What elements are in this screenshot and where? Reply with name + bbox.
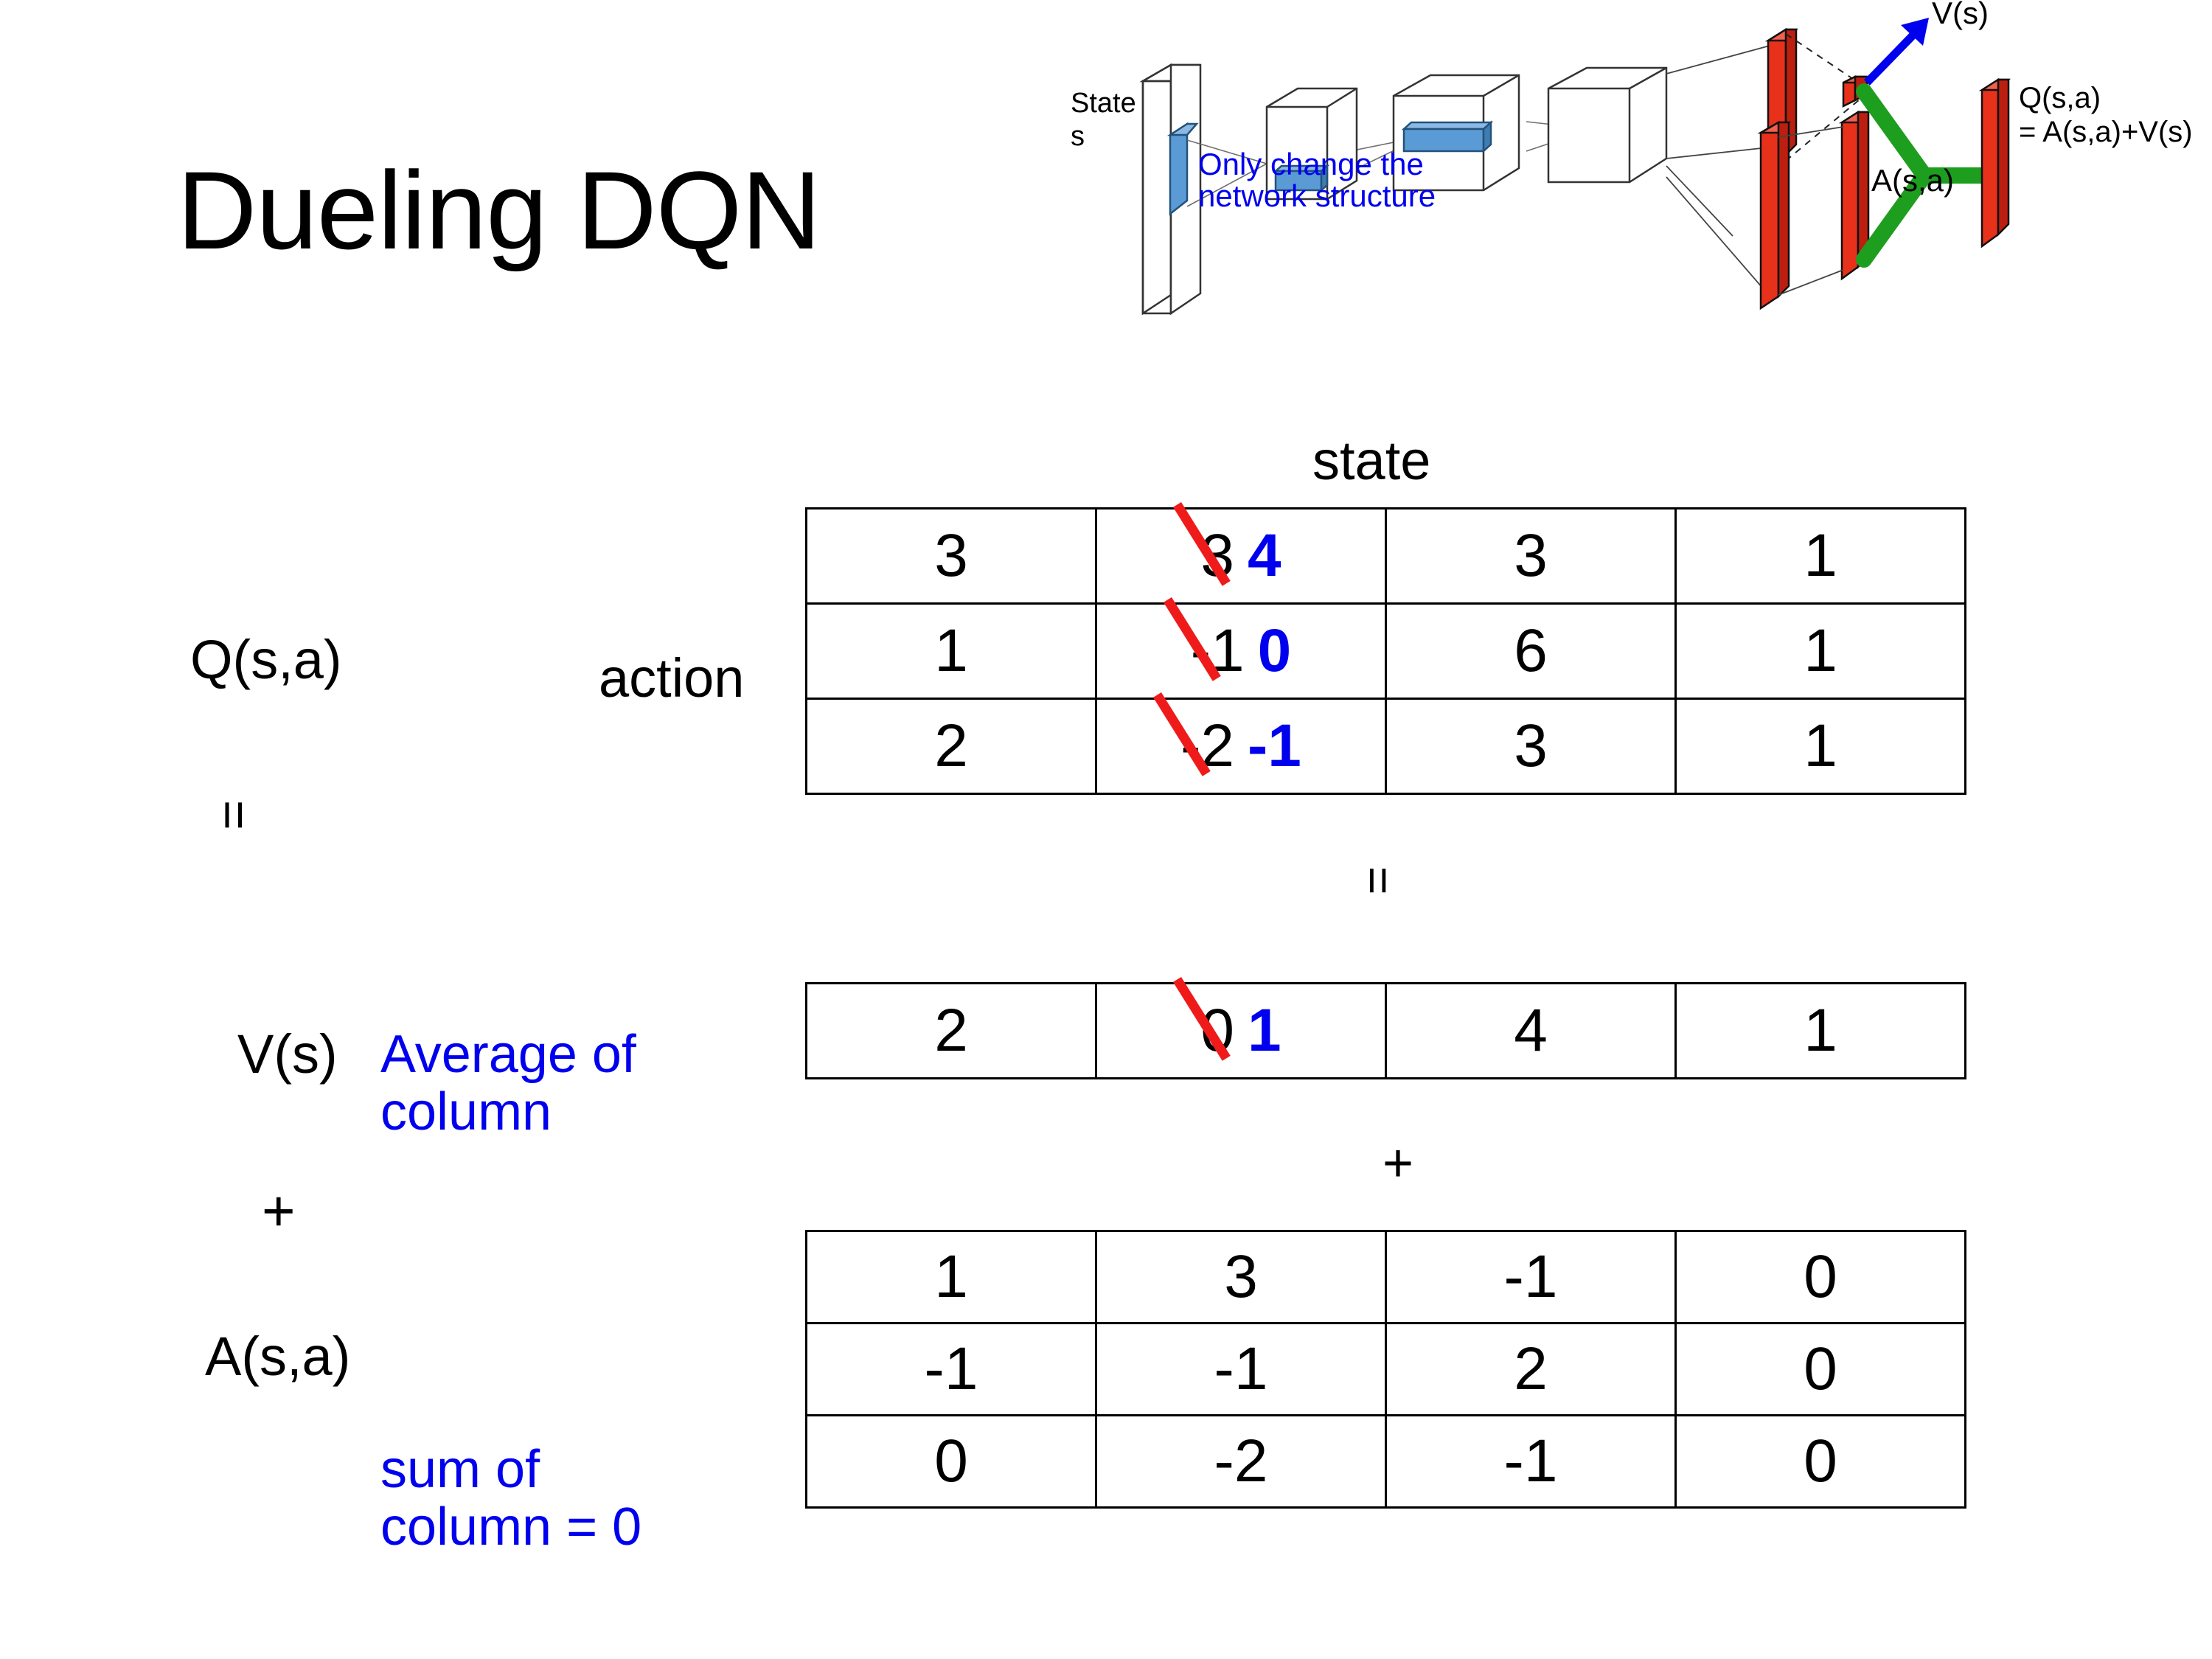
average-note-line2: column <box>380 1082 552 1141</box>
table-cell: 1 <box>1674 602 1966 700</box>
sum-note-line1: sum of <box>380 1440 540 1499</box>
table-cell: -1 <box>805 1322 1097 1416</box>
page-title: Dueling DQN <box>177 148 821 272</box>
equals-sign-mid: = <box>1352 866 1406 895</box>
diagram-note-line1: Only change the <box>1198 147 1424 181</box>
table-cell: -1 <box>1385 1230 1677 1324</box>
average-note-line1: Average of <box>380 1025 636 1084</box>
struck-old-value: -2 <box>1180 712 1234 779</box>
table-cell: -2-1 <box>1095 698 1387 795</box>
average-of-column-note: Average of column <box>380 1026 636 1141</box>
state-axis-label: state <box>1312 430 1431 491</box>
diagram-state-label-line1: State <box>1071 88 1136 119</box>
table-cell: -1 <box>1095 1322 1387 1416</box>
plus-sign-left: + <box>262 1178 296 1243</box>
diagram-output-label-line2: = A(s,a)+V(s) <box>2019 116 2193 148</box>
table-cell: 2 <box>805 982 1097 1079</box>
sum-note-line2: column = 0 <box>380 1497 642 1557</box>
corrected-value: 1 <box>1248 997 1281 1064</box>
sum-of-column-note: sum of column = 0 <box>380 1441 641 1557</box>
struck-old-value: -1 <box>1190 617 1245 684</box>
corrected-value: 0 <box>1257 617 1292 684</box>
plus-sign-mid: + <box>1382 1134 1414 1193</box>
dueling-network-diagram: State s Only change the network structur… <box>1071 0 2212 413</box>
table-cell: 6 <box>1385 602 1677 700</box>
diagram-advantage-head-label: A(s,a) <box>1871 163 1955 198</box>
diagram-output-label-line1: Q(s,a) <box>2019 82 2101 114</box>
corrected-value: 4 <box>1248 522 1281 589</box>
table-cell: -2 <box>1095 1414 1387 1509</box>
table-cell: 0 <box>1674 1414 1966 1509</box>
table-cell: 0 <box>805 1414 1097 1509</box>
table-cell: 3 <box>805 507 1097 605</box>
v-function-label: V(s) <box>237 1023 338 1085</box>
q-function-label: Q(s,a) <box>190 629 342 690</box>
table-cell: 1 <box>1674 507 1966 605</box>
table-cell: -1 <box>1385 1414 1677 1509</box>
table-cell: 0 <box>1674 1230 1966 1324</box>
table-cell: 1 <box>1674 698 1966 795</box>
corrected-value: -1 <box>1248 712 1301 779</box>
table-cell: 3 <box>1385 698 1677 795</box>
diagram-value-head-label: V(s) <box>1932 0 1989 30</box>
table-cell: 1 <box>1674 982 1966 1079</box>
table-cell: 1 <box>805 1230 1097 1324</box>
diagram-state-label-line2: s <box>1071 121 1085 152</box>
table-cell: 3 <box>1385 507 1677 605</box>
struck-old-value: 3 <box>1200 522 1234 589</box>
table-cell: 4 <box>1385 982 1677 1079</box>
equals-sign-left: = <box>206 800 263 830</box>
table-cell: 1 <box>805 602 1097 700</box>
diagram-note-line2: network structure <box>1198 178 1436 213</box>
table-cell: 3 <box>1095 1230 1387 1324</box>
table-cell: 2 <box>805 698 1097 795</box>
a-function-label: A(s,a) <box>205 1326 351 1387</box>
struck-old-value: 0 <box>1200 997 1234 1064</box>
table-cell: 0 <box>1674 1322 1966 1416</box>
table-cell: 2 <box>1385 1322 1677 1416</box>
action-axis-label: action <box>599 647 745 709</box>
